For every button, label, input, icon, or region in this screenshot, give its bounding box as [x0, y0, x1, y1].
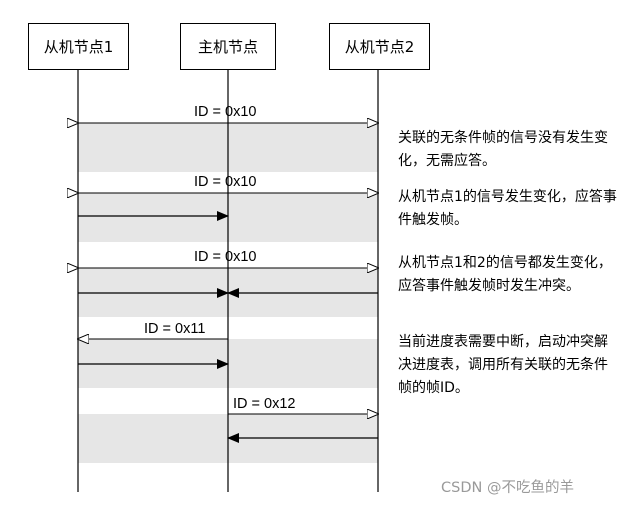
- id-label: ID = 0x10: [194, 249, 257, 265]
- node-slave2: 从机节点2: [329, 23, 430, 70]
- node-slave1-label: 从机节点1: [43, 38, 114, 56]
- id-label: ID = 0x10: [194, 104, 257, 120]
- watermark: CSDN @不吃鱼的羊: [441, 480, 574, 496]
- node-master: 主机节点: [180, 23, 276, 70]
- id-label: ID = 0x10: [194, 174, 257, 190]
- frame-note: 当前进度表需要中断，启动冲突解决进度表，调用所有关联的无条件帧的帧ID。: [398, 334, 608, 396]
- node-slave1: 从机节点1: [28, 23, 129, 70]
- frame-note: 从机节点1和2的信号都发生变化，应答事件触发帧时发生冲突。: [398, 255, 612, 294]
- id-label: ID = 0x12: [233, 396, 296, 412]
- node-master-label: 主机节点: [197, 38, 258, 56]
- frame-note: 从机节点1的信号发生变化，应答事件触发帧。: [398, 189, 617, 228]
- id-label: ID = 0x11: [144, 321, 206, 337]
- node-slave2-label: 从机节点2: [344, 38, 415, 56]
- frame-note: 关联的无条件帧的信号没有发生变化，无需应答。: [398, 130, 608, 169]
